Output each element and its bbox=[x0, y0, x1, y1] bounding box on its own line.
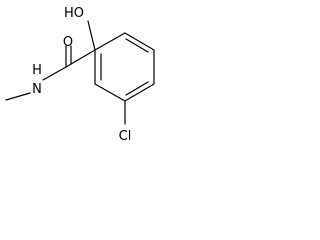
ring-double-bond bbox=[125, 81, 149, 96]
amide-nitrogen-label: N bbox=[32, 82, 42, 97]
hydroxyl-label: HO bbox=[64, 6, 84, 21]
chlorine-label: Cl bbox=[119, 129, 132, 144]
ring-bond bbox=[124, 32, 155, 51]
ring-to-carbonyl-bond bbox=[65, 49, 96, 68]
amide-hydrogen-label: H bbox=[32, 63, 42, 78]
ring-bond bbox=[124, 83, 155, 102]
ring-double-bond bbox=[125, 38, 149, 53]
n-methyl-bond bbox=[5, 92, 31, 101]
carbonyl-to-nitrogen-bond bbox=[42, 66, 67, 81]
chemical-structure-diagram: HO O N H Cl bbox=[5, 6, 155, 144]
ring-bond bbox=[94, 83, 126, 102]
ring-bond bbox=[94, 32, 126, 51]
hydroxyl-bond bbox=[87, 20, 96, 51]
carbonyl-oxygen-label: O bbox=[63, 35, 73, 50]
benzene-ring bbox=[94, 32, 155, 102]
